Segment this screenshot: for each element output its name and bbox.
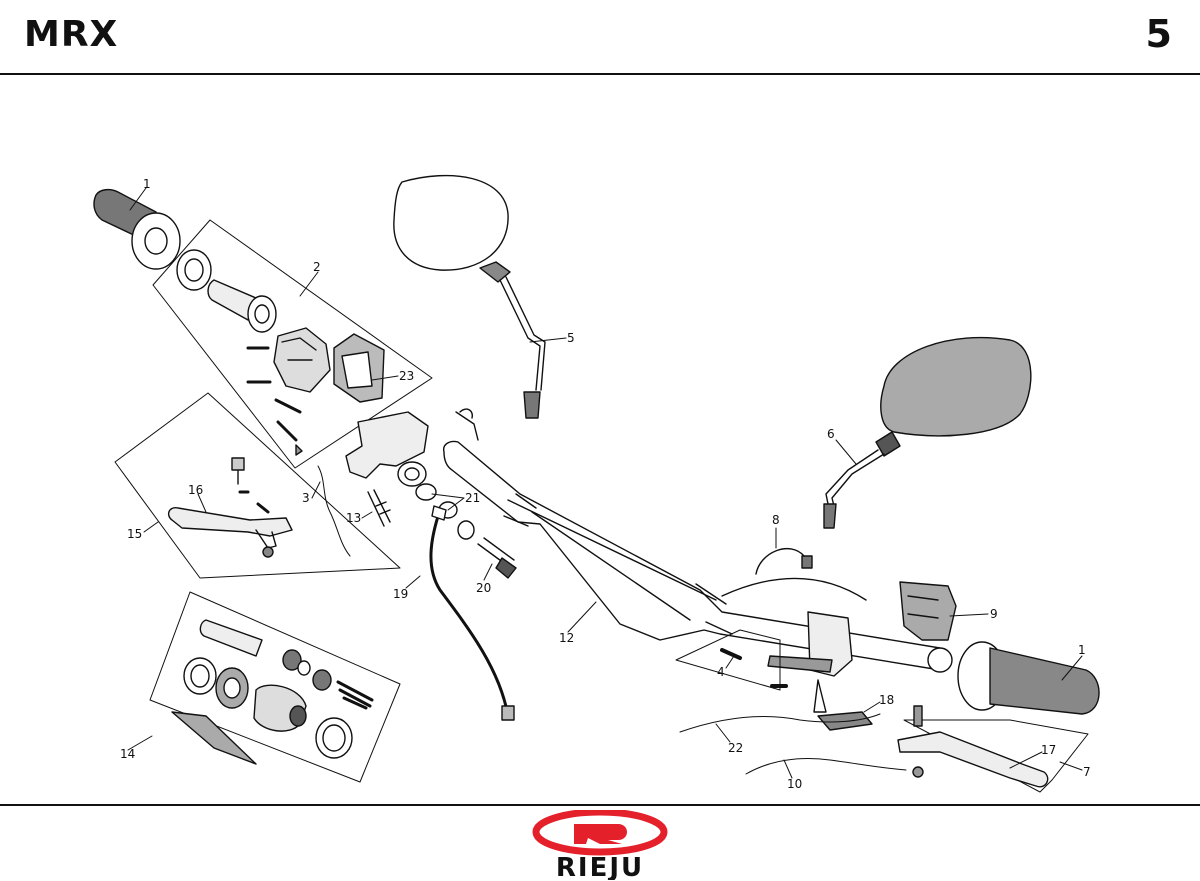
- throttle-housing-part: [273, 327, 331, 393]
- grip-washer-part: [176, 249, 212, 291]
- footer-divider: [0, 804, 1200, 806]
- header-divider: [0, 73, 1200, 75]
- callout-label: 22: [728, 741, 743, 755]
- kit-4-frame: [675, 629, 781, 691]
- housing-cover-part: [333, 333, 385, 403]
- kit-15-frame: [114, 392, 401, 579]
- right-grip-part: [957, 641, 1100, 715]
- right-mirror-part: [823, 336, 1032, 529]
- cable-22-part: [679, 713, 881, 733]
- callout-label: 20: [476, 581, 491, 595]
- throttle-kit-part: [171, 619, 374, 765]
- callout-label: 18: [879, 693, 894, 707]
- callout-label: 10: [787, 777, 802, 791]
- bar-end-part: [927, 647, 953, 673]
- logo-wordmark: RIEJU: [556, 853, 644, 880]
- left-lever-part: [167, 507, 293, 558]
- callout-label: 9: [990, 607, 998, 621]
- wiring-part: [755, 547, 809, 575]
- left-mirror-part: [393, 174, 546, 419]
- callout-label: 13: [346, 511, 361, 525]
- right-lever-part: [897, 705, 1049, 788]
- handlebar-exploded-diagram: 1 2 23 5 6 3 16 13 21 15 8 9 20 19 12 4 …: [93, 174, 1100, 793]
- logo-r-icon: [574, 824, 627, 844]
- throttle-tube-part: [207, 279, 277, 333]
- callout-label: 4: [717, 665, 725, 679]
- callout-label: 7: [1083, 765, 1091, 779]
- callout-label: 12: [559, 631, 574, 645]
- clamp-bolt-part: [477, 537, 517, 579]
- brake-hose-part: [429, 508, 510, 718]
- callout-label: 5: [567, 331, 575, 345]
- callout-label: 15: [127, 527, 142, 541]
- right-switch-part: [899, 581, 957, 641]
- rieju-logo: RIEJU: [532, 810, 668, 880]
- page-header: MRX 5: [0, 0, 1200, 74]
- left-grip-part: [93, 188, 181, 270]
- callout-label: 2: [313, 260, 321, 274]
- kit-14-frame: [149, 591, 401, 783]
- callout-label: 19: [393, 587, 408, 601]
- brake-master-cylinder-part: [345, 411, 429, 527]
- kit-2-frame: [152, 219, 433, 469]
- washer-part: [415, 483, 437, 501]
- handlebar-clamp-part: [767, 611, 853, 713]
- callout-label: 1: [143, 177, 151, 191]
- cable-10-part: [745, 758, 907, 775]
- callout-label: 23: [399, 369, 414, 383]
- callout-label: 1: [1078, 643, 1086, 657]
- callout-label: 6: [827, 427, 835, 441]
- callout-label: 3: [302, 491, 310, 505]
- logo-ring-icon: [532, 810, 668, 856]
- model-title: MRX: [24, 14, 119, 55]
- callout-label: 21: [465, 491, 480, 505]
- callout-label: 8: [772, 513, 780, 527]
- callout-label: 16: [188, 483, 203, 497]
- page-number: 5: [1145, 12, 1172, 56]
- callout-label: 17: [1041, 743, 1056, 757]
- callout-label: 14: [120, 747, 135, 761]
- handlebar-part: [443, 408, 949, 671]
